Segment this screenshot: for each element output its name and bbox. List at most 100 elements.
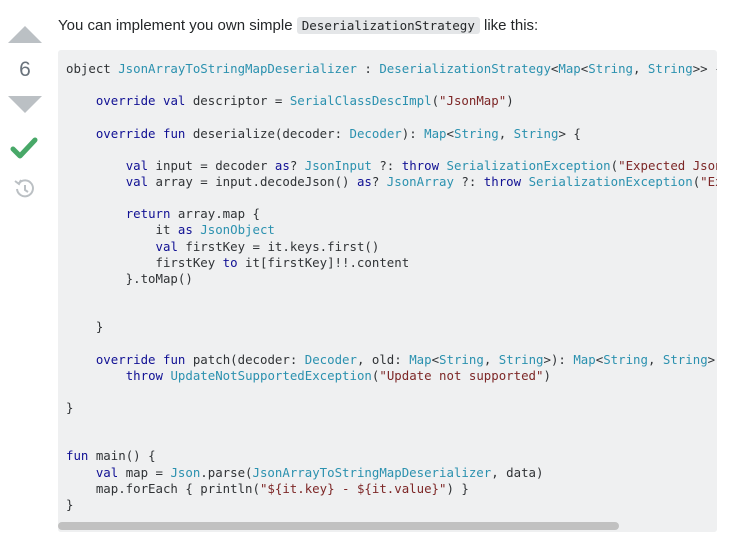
code-line: }.toMap() — [66, 271, 717, 287]
code-token: val — [155, 238, 178, 254]
code-token: , — [647, 351, 663, 367]
code-line: return array.map { — [66, 206, 717, 222]
code-token: patch(decoder: — [185, 351, 305, 367]
code-token: JsonArray — [386, 173, 454, 189]
code-token: , data) — [491, 464, 544, 480]
code-token: array = input.decodeJson() — [148, 173, 357, 189]
code-token: String — [662, 351, 708, 367]
horizontal-scrollbar[interactable] — [58, 520, 717, 532]
scrollbar-thumb[interactable] — [58, 522, 619, 530]
code-token: as — [274, 157, 290, 173]
inline-code: DeserializationStrategy — [296, 17, 480, 34]
code-token: ( — [431, 93, 440, 109]
code-token: String — [439, 351, 484, 367]
code-token — [66, 126, 96, 141]
code-line: } — [66, 319, 717, 335]
downvote-arrow-icon[interactable] — [8, 96, 42, 113]
code-token: String — [498, 351, 544, 367]
code-token: ) } — [446, 480, 469, 496]
code-token: firstKey — [66, 254, 223, 270]
code-line — [66, 432, 717, 448]
code-token: String — [513, 125, 559, 141]
code-token: , old: — [356, 351, 410, 367]
code-token: "JsonMap" — [439, 93, 507, 109]
code-token: JsonArrayToStringMapDeserializer — [118, 61, 357, 76]
code-token: object — [66, 61, 119, 76]
code-token: "Expect — [700, 173, 717, 189]
code-token: fun — [66, 448, 89, 464]
code-token: ): — [401, 125, 425, 141]
code-token — [156, 352, 163, 367]
code-line: val array = input.decodeJson() as? JsonA… — [66, 174, 717, 190]
code-token — [66, 206, 126, 221]
code-token: it[firstKey]!!.content — [237, 254, 410, 270]
code-token: ) — [543, 367, 551, 383]
code-line — [66, 384, 717, 400]
code-token — [66, 368, 126, 383]
code-line: throw UpdateNotSupportedException("Updat… — [66, 368, 717, 384]
code-token — [439, 158, 446, 173]
code-token: Decoder — [349, 125, 402, 141]
code-token: firstKey = it.keys.first() — [177, 238, 380, 254]
code-token: override — [95, 351, 156, 367]
code-token: DeserializationStrategy — [379, 61, 551, 76]
code-token — [156, 126, 163, 141]
code-line: val input = decoder as? JsonInput ?: thr… — [66, 158, 717, 174]
code-line: } — [66, 497, 717, 513]
code-token: >> { — [692, 61, 717, 76]
code-token: < — [580, 61, 589, 76]
code-token — [66, 465, 96, 480]
code-token: deserialize(decoder: — [185, 125, 350, 141]
code-token: map.forEach { println( — [66, 480, 260, 496]
code-token: descriptor = — [185, 93, 290, 109]
code-token: val — [125, 157, 149, 173]
code-token: ) — [506, 93, 514, 109]
code-token — [521, 174, 528, 189]
code-token: input = decoder — [148, 157, 275, 173]
code-token: ( — [371, 367, 380, 383]
code-token: main() { — [88, 448, 156, 464]
code-line — [66, 335, 717, 351]
code-token: , — [483, 351, 499, 367]
code-token — [66, 174, 126, 189]
code-token: throw — [125, 367, 163, 383]
code-token: throw — [483, 173, 522, 189]
code-token: , — [633, 61, 648, 76]
code-token: > = — [707, 351, 716, 367]
history-icon[interactable] — [14, 178, 36, 200]
code-token: } — [66, 399, 74, 415]
code-token: ( — [692, 173, 701, 189]
upvote-arrow-icon[interactable] — [8, 26, 42, 43]
code-token: ? — [289, 157, 305, 173]
code-token: "Update not supported" — [379, 367, 544, 383]
code-token: ( — [610, 157, 619, 173]
code-token: JsonInput — [304, 157, 372, 173]
code-line — [66, 109, 717, 125]
code-block: object JsonArrayToStringMapDeserializer … — [58, 50, 717, 532]
code-token: , — [498, 125, 514, 141]
code-line: it as JsonObject — [66, 222, 717, 238]
code-token: } — [66, 496, 74, 512]
code-token — [66, 239, 156, 254]
answer-intro: You can implement you own simple Deseria… — [58, 15, 538, 37]
code-token: array.map { — [170, 206, 260, 222]
code-token: val — [125, 173, 149, 189]
code-token — [66, 93, 96, 108]
code-token: JsonArrayToStringMapDeserializer — [252, 464, 492, 480]
code-line: val map = Json.parse(JsonArrayToStringMa… — [66, 465, 717, 481]
code-token: Map — [558, 61, 581, 76]
code-line — [66, 416, 717, 432]
code-token: String — [647, 61, 693, 76]
code-token: map = — [118, 464, 171, 480]
code-token: Map — [573, 351, 596, 367]
code-token: >): — [543, 351, 574, 367]
code-token: val — [95, 464, 119, 480]
code-line — [66, 303, 717, 319]
intro-text: You can implement you own simple — [58, 17, 297, 34]
code-token — [156, 93, 163, 108]
code-line: override val descriptor = SerialClassDes… — [66, 93, 717, 109]
code-line — [66, 190, 717, 206]
code-token — [66, 158, 126, 173]
code-token: fun — [163, 125, 186, 141]
code-line: val firstKey = it.keys.first() — [66, 239, 717, 255]
